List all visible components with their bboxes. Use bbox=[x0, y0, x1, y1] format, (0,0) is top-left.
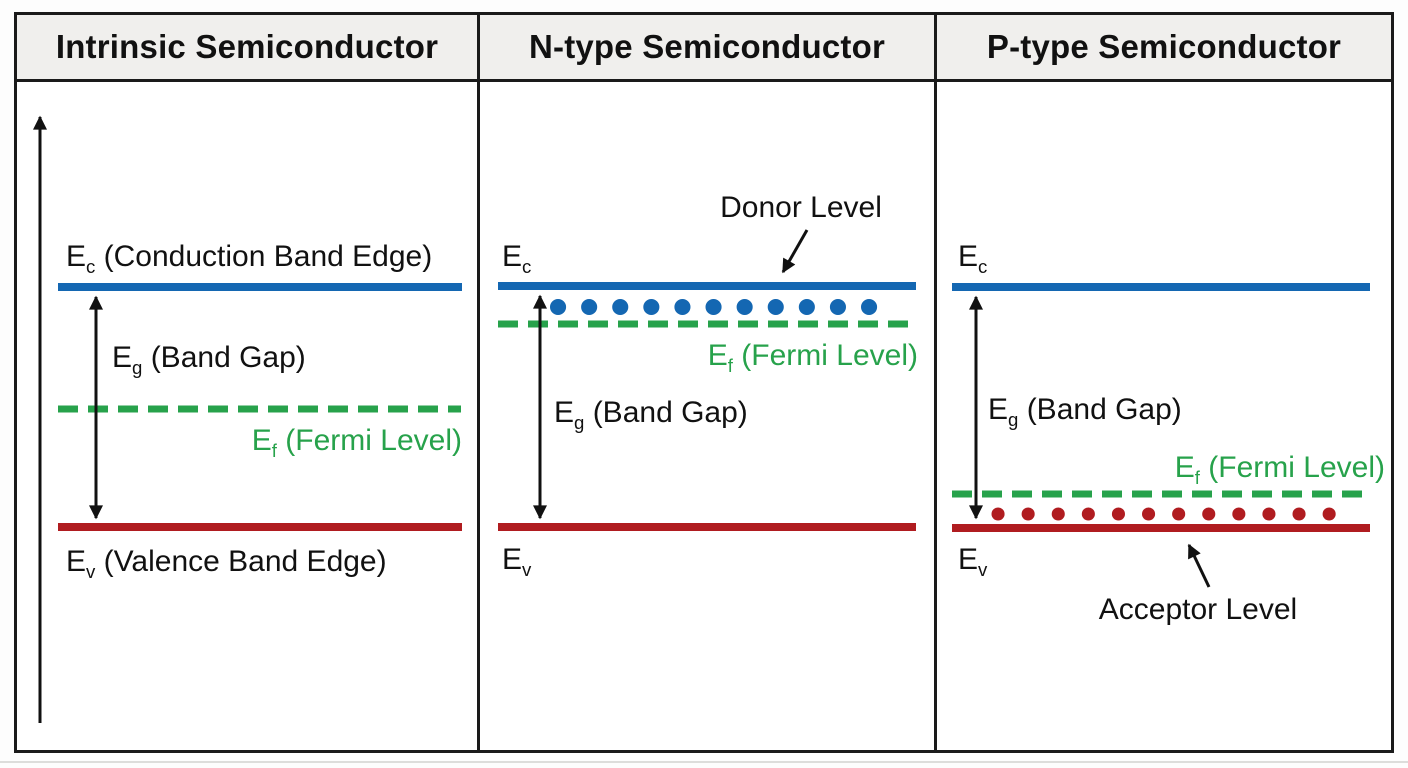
conduction-band-edge-label: Ec (Conduction Band Edge) bbox=[66, 240, 433, 277]
header-ptype-label: P-type Semiconductor bbox=[986, 28, 1342, 65]
panel-ntype bbox=[480, 82, 937, 750]
fermi-level-label-ptype: Ef (Fermi Level) bbox=[1174, 451, 1385, 488]
donor-level-label: Donor Level bbox=[720, 191, 882, 224]
header-row: Intrinsic Semiconductor N-type Semicondu… bbox=[17, 15, 1391, 82]
header-intrinsic: Intrinsic Semiconductor bbox=[17, 15, 480, 79]
fermi-level-label-intrinsic: Ef (Fermi Level) bbox=[251, 424, 462, 461]
panel-ptype bbox=[937, 82, 1391, 750]
ec-label-ntype: Ec bbox=[502, 240, 532, 277]
diagram-table: Intrinsic Semiconductor N-type Semicondu… bbox=[14, 12, 1394, 753]
fermi-level-label-ntype: Ef (Fermi Level) bbox=[707, 339, 918, 376]
header-ptype: P-type Semiconductor bbox=[937, 15, 1391, 79]
band-gap-label-intrinsic: Eg (Band Gap) bbox=[112, 341, 306, 378]
band-gap-label-ptype: Eg (Band Gap) bbox=[988, 393, 1182, 430]
header-ntype: N-type Semiconductor bbox=[480, 15, 937, 79]
valence-band-edge-label: Ev (Valence Band Edge) bbox=[66, 545, 387, 582]
acceptor-level-label: Acceptor Level bbox=[1098, 593, 1298, 626]
bottom-edge-line bbox=[0, 761, 1408, 763]
band-gap-label-ntype: Eg (Band Gap) bbox=[554, 396, 748, 433]
ev-label-ntype: Ev bbox=[502, 543, 532, 580]
panel-intrinsic bbox=[17, 82, 480, 750]
header-intrinsic-label: Intrinsic Semiconductor bbox=[55, 28, 439, 65]
ec-label-ptype: Ec bbox=[958, 240, 988, 277]
body-row bbox=[17, 82, 1391, 750]
ev-label-ptype: Ev bbox=[958, 543, 988, 580]
header-ntype-label: N-type Semiconductor bbox=[528, 28, 886, 65]
